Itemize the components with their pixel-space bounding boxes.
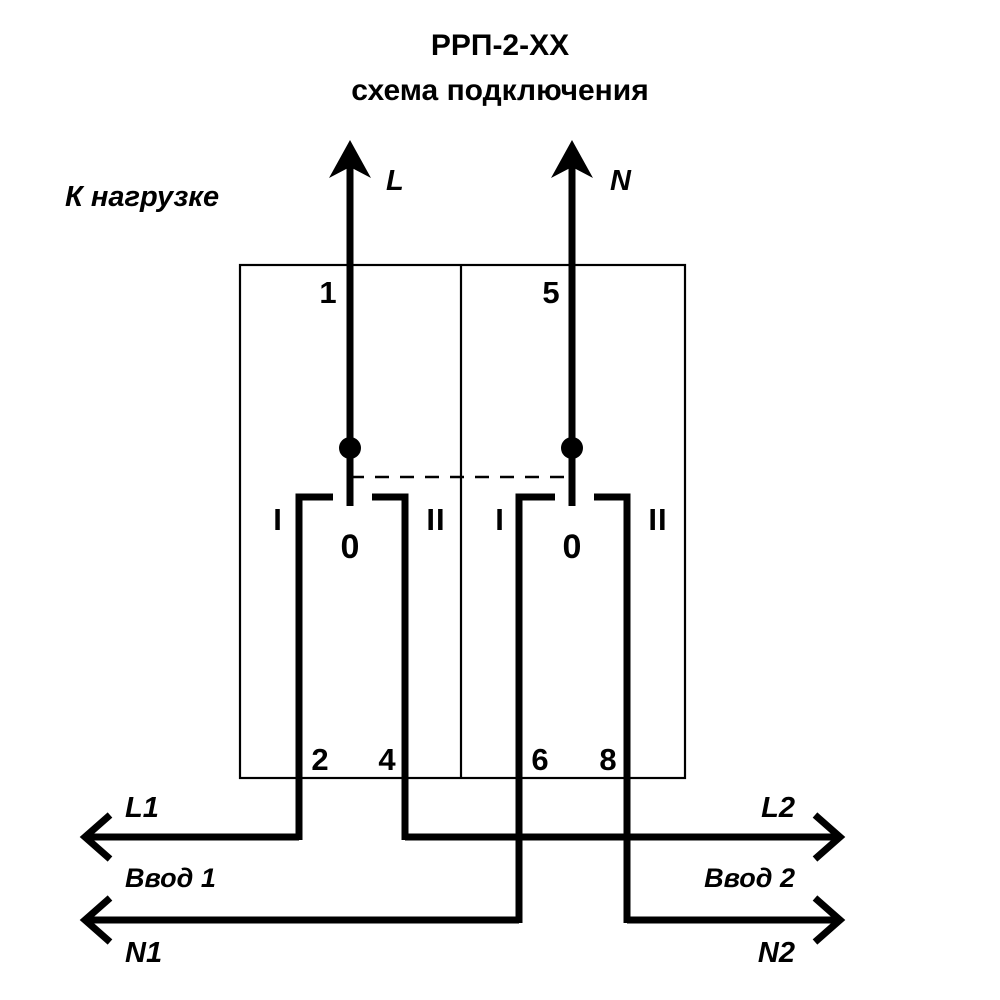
right-switch-position-0: 0: [563, 528, 582, 566]
terminal-label-4: 4: [378, 742, 396, 777]
left-pole-junction-dot: [339, 437, 361, 459]
rail-N1-label: N1: [125, 937, 162, 969]
terminal-label-6: 6: [531, 742, 548, 777]
right-switch-position-II: II: [648, 502, 667, 537]
terminal-label-1: 1: [319, 275, 336, 310]
diagram-title-line1: РРП-2-ХХ: [431, 29, 569, 62]
right-pole-junction-dot: [561, 437, 583, 459]
terminal-label-2: 2: [311, 742, 328, 777]
switch-pole-left[interactable]: I 0 II: [273, 265, 445, 778]
load-label: К нагрузке: [65, 181, 219, 213]
rail-L1-arrowhead: [79, 812, 113, 862]
rail-N2-label: N2: [758, 937, 795, 969]
switch-pole-right[interactable]: I 0 II: [495, 265, 667, 778]
left-contact-arm-II: [372, 493, 409, 778]
output-neutral-label: N: [610, 165, 632, 197]
rail-L1-label: L1: [125, 792, 159, 824]
rail-L2-label: L2: [761, 792, 795, 824]
output-neutral-arrow: [551, 140, 593, 265]
right-switch-position-I: I: [495, 502, 505, 537]
output-phase-label: L: [386, 165, 404, 197]
rail-N1-arrowhead: [79, 895, 113, 945]
terminal-label-5: 5: [542, 275, 559, 310]
left-switch-position-0: 0: [341, 528, 360, 566]
rail-L2-arrowhead: [812, 812, 846, 862]
diagram-title-line2: схема подключения: [351, 74, 649, 107]
input-2-name: Ввод 2: [704, 863, 795, 893]
right-contact-arm-I: [515, 493, 555, 778]
terminal-label-8: 8: [599, 742, 616, 777]
rail-N2-arrowhead: [812, 895, 846, 945]
left-switch-position-I: I: [273, 502, 283, 537]
input-1-name: Ввод 1: [125, 863, 216, 893]
left-switch-position-II: II: [426, 502, 445, 537]
left-contact-arm-I: [295, 493, 333, 778]
output-phase-arrow: [329, 140, 371, 265]
right-contact-arm-II: [594, 493, 631, 778]
device-enclosure: [238, 263, 687, 780]
